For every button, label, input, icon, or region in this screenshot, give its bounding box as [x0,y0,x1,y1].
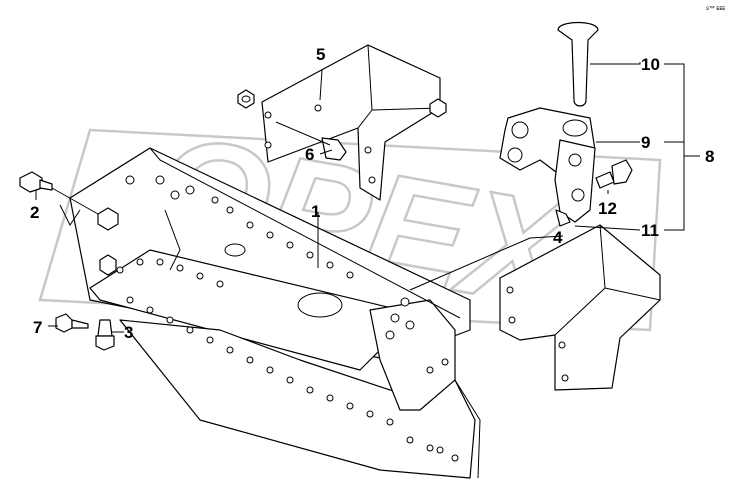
callout-8: 8 [705,147,714,166]
callout-11: 11 [641,221,659,240]
callout-12: 12 [598,199,617,218]
callout-7: 7 [33,318,42,337]
callout-10: 10 [641,55,660,74]
callout-4: 4 [553,228,563,247]
callout-2: 2 [30,203,39,222]
main-frame-part [59,147,481,479]
callout-9: 9 [641,133,650,152]
nut-part-6 [237,89,447,161]
callout-3: 3 [124,323,133,342]
upper-bracket-part [261,44,441,201]
callout-1: 1 [311,202,320,221]
leader-lines [35,62,700,333]
bolt-part-2 [19,171,119,231]
bolt-part-7 [55,254,117,333]
callout-5: 5 [316,45,325,64]
callout-6: 6 [305,145,314,164]
lower-bracket-part [499,224,661,391]
hitch-assembly-part [499,21,633,227]
corner-code: ɜ™ ᴇᴇᴇ [706,5,725,12]
bolt-part-3 [95,319,115,351]
